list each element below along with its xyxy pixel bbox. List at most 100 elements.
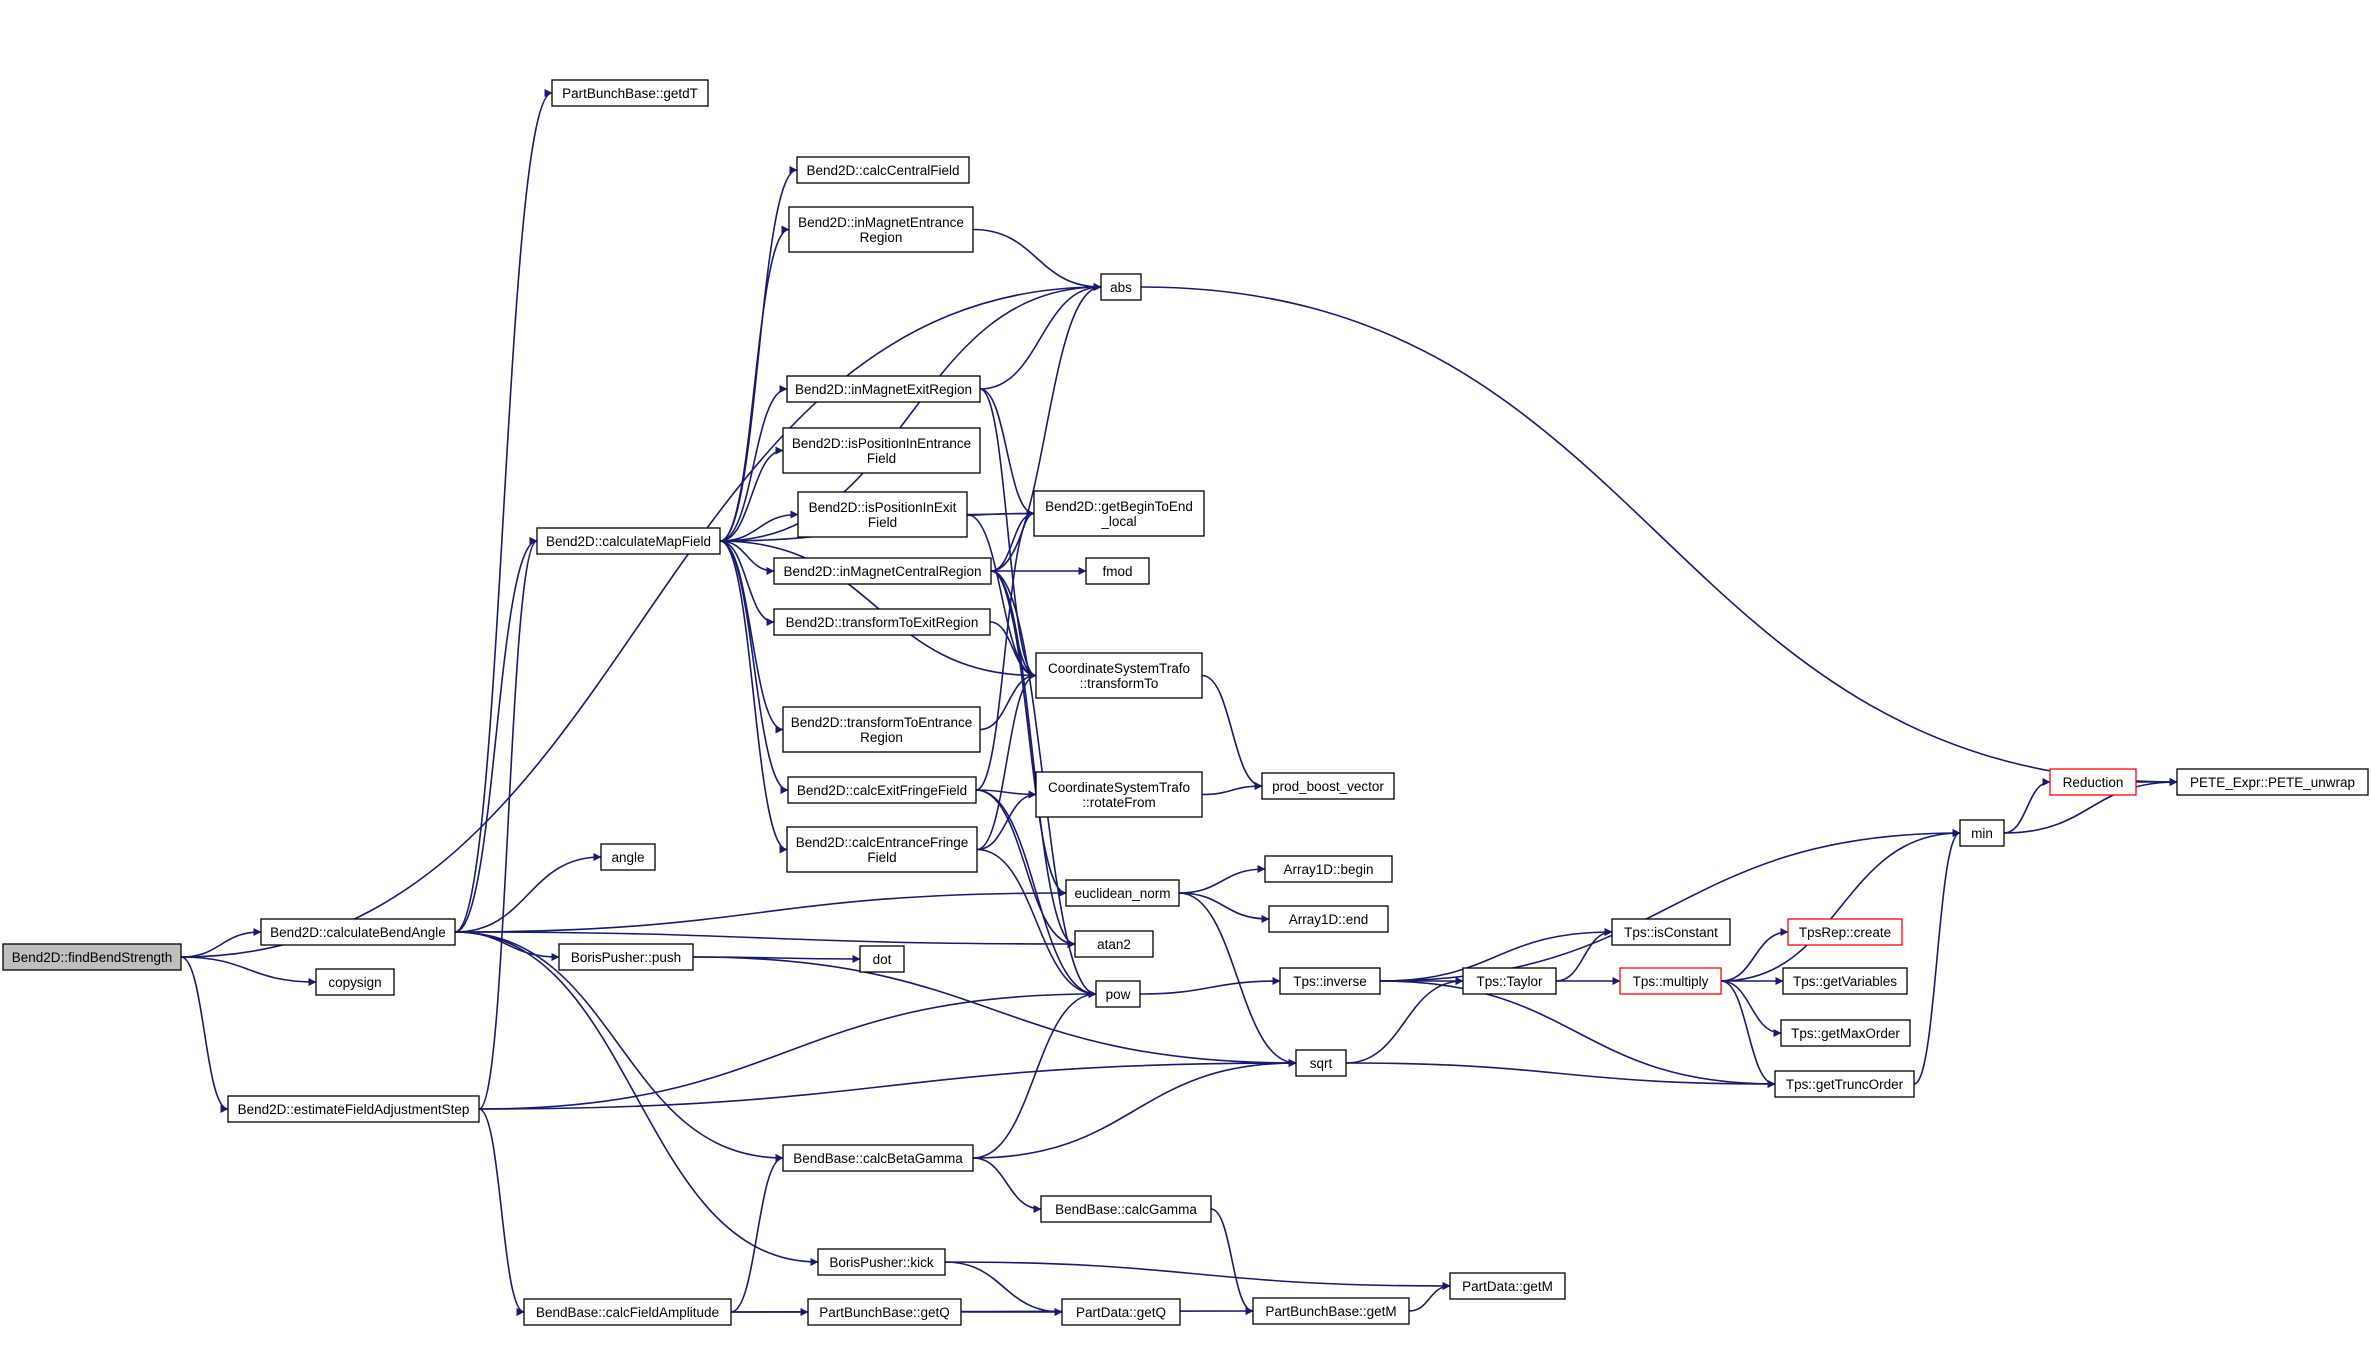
- node-box[interactable]: [1774, 1070, 1915, 1098]
- node-box[interactable]: [1085, 557, 1150, 585]
- node-box[interactable]: [1035, 771, 1203, 818]
- node-box[interactable]: [1787, 918, 1903, 946]
- node-tps-get-trunc-order[interactable]: Tps::getTruncOrder: [1774, 1070, 1915, 1098]
- node-tps-is-constant[interactable]: Tps::isConstant: [1611, 918, 1731, 946]
- node-box[interactable]: [2176, 768, 2369, 796]
- node-box[interactable]: [1040, 1195, 1212, 1223]
- node-box[interactable]: [817, 1248, 946, 1276]
- node-calculate-map-field[interactable]: Bend2D::calculateMapField: [536, 527, 721, 555]
- node-min[interactable]: min: [1959, 819, 2005, 847]
- node-box[interactable]: [782, 706, 981, 753]
- node-array-begin[interactable]: Array1D::begin: [1264, 855, 1393, 883]
- node-box[interactable]: [787, 776, 977, 804]
- node-euclidean-norm[interactable]: euclidean_norm: [1065, 879, 1180, 907]
- node-calc-beta-gamma[interactable]: BendBase::calcBetaGamma: [782, 1144, 974, 1172]
- node-calc-central-field[interactable]: Bend2D::calcCentralField: [796, 156, 970, 184]
- node-box[interactable]: [1268, 905, 1389, 933]
- node-box[interactable]: [786, 826, 978, 873]
- node-box[interactable]: [1279, 967, 1381, 995]
- node-atan2[interactable]: atan2: [1074, 930, 1154, 958]
- node-box[interactable]: [1264, 855, 1393, 883]
- node-part-data-get-m[interactable]: PartData::getM: [1449, 1272, 1566, 1300]
- node-box[interactable]: [315, 968, 395, 996]
- node-box[interactable]: [773, 557, 992, 585]
- node-box[interactable]: [1611, 918, 1731, 946]
- node-calc-gamma[interactable]: BendBase::calcGamma: [1040, 1195, 1212, 1223]
- node-rotate-from[interactable]: CoordinateSystemTrafo::rotateFrom: [1035, 771, 1203, 818]
- node-box[interactable]: [1462, 967, 1557, 995]
- node-box[interactable]: [2049, 768, 2137, 796]
- node-transform-to[interactable]: CoordinateSystemTrafo::transformTo: [1035, 652, 1203, 699]
- node-get-begin-to-end-local[interactable]: Bend2D::getBeginToEnd_local: [1033, 490, 1205, 537]
- node-calc-field-amplitude[interactable]: BendBase::calcFieldAmplitude: [523, 1298, 732, 1326]
- node-pete-unwrap[interactable]: PETE_Expr::PETE_unwrap: [2176, 768, 2369, 796]
- node-box[interactable]: [2, 943, 182, 971]
- node-box[interactable]: [1095, 980, 1141, 1008]
- node-box[interactable]: [782, 427, 981, 474]
- node-box[interactable]: [1033, 490, 1205, 537]
- node-box[interactable]: [1100, 273, 1142, 301]
- node-box[interactable]: [1780, 1019, 1911, 1047]
- node-dot[interactable]: dot: [859, 945, 905, 973]
- node-find-bend-strength[interactable]: Bend2D::findBendStrength: [2, 943, 182, 971]
- node-array-end[interactable]: Array1D::end: [1268, 905, 1389, 933]
- node-boris-kick[interactable]: BorisPusher::kick: [817, 1248, 946, 1276]
- node-reduction[interactable]: Reduction: [2049, 768, 2137, 796]
- node-tps-inverse[interactable]: Tps::inverse: [1279, 967, 1381, 995]
- node-box[interactable]: [1252, 1297, 1410, 1325]
- node-getd-t[interactable]: PartBunchBase::getdT: [551, 79, 709, 107]
- node-box[interactable]: [558, 943, 694, 971]
- node-transform-to-exit-region[interactable]: Bend2D::transformToExitRegion: [773, 608, 991, 636]
- node-box[interactable]: [1295, 1049, 1347, 1077]
- node-prod-boost-vector[interactable]: prod_boost_vector: [1261, 772, 1395, 800]
- node-box[interactable]: [227, 1095, 480, 1123]
- node-box[interactable]: [859, 945, 905, 973]
- node-tps-taylor[interactable]: Tps::Taylor: [1462, 967, 1557, 995]
- node-in-magnet-exit-region[interactable]: Bend2D::inMagnetExitRegion: [786, 375, 981, 403]
- node-tps-rep-create[interactable]: TpsRep::create: [1787, 918, 1903, 946]
- node-box[interactable]: [1449, 1272, 1566, 1300]
- node-pow[interactable]: pow: [1095, 980, 1141, 1008]
- node-copysign[interactable]: copysign: [315, 968, 395, 996]
- node-in-magnet-central-region[interactable]: Bend2D::inMagnetCentralRegion: [773, 557, 992, 585]
- node-box[interactable]: [523, 1298, 732, 1326]
- node-tps-get-max-order[interactable]: Tps::getMaxOrder: [1780, 1019, 1911, 1047]
- node-box[interactable]: [1035, 652, 1203, 699]
- node-box[interactable]: [797, 491, 968, 538]
- node-estimate-field-adjustment-step[interactable]: Bend2D::estimateFieldAdjustmentStep: [227, 1095, 480, 1123]
- node-box[interactable]: [1061, 1298, 1181, 1326]
- node-box[interactable]: [1065, 879, 1180, 907]
- node-boris-push[interactable]: BorisPusher::push: [558, 943, 694, 971]
- node-box[interactable]: [773, 608, 991, 636]
- node-calc-exit-fringe-field[interactable]: Bend2D::calcExitFringeField: [787, 776, 977, 804]
- node-box[interactable]: [260, 918, 456, 946]
- node-calculate-bend-angle[interactable]: Bend2D::calculateBendAngle: [260, 918, 456, 946]
- node-fmod[interactable]: fmod: [1085, 557, 1150, 585]
- node-box[interactable]: [786, 375, 981, 403]
- node-box[interactable]: [600, 843, 656, 871]
- node-box[interactable]: [1782, 967, 1908, 995]
- node-tps-get-variables[interactable]: Tps::getVariables: [1782, 967, 1908, 995]
- node-box[interactable]: [782, 1144, 974, 1172]
- node-box[interactable]: [1074, 930, 1154, 958]
- node-abs[interactable]: abs: [1100, 273, 1142, 301]
- node-box[interactable]: [807, 1298, 962, 1326]
- node-box[interactable]: [536, 527, 721, 555]
- node-box[interactable]: [796, 156, 970, 184]
- node-part-bunch-get-m[interactable]: PartBunchBase::getM: [1252, 1297, 1410, 1325]
- node-box[interactable]: [788, 206, 974, 253]
- node-tps-multiply[interactable]: Tps::multiply: [1619, 967, 1722, 995]
- node-sqrt[interactable]: sqrt: [1295, 1049, 1347, 1077]
- node-part-data-get-q[interactable]: PartData::getQ: [1061, 1298, 1181, 1326]
- node-part-bunch-get-q[interactable]: PartBunchBase::getQ: [807, 1298, 962, 1326]
- node-box[interactable]: [1959, 819, 2005, 847]
- node-box[interactable]: [1261, 772, 1395, 800]
- node-box[interactable]: [1619, 967, 1722, 995]
- node-angle[interactable]: angle: [600, 843, 656, 871]
- node-box[interactable]: [551, 79, 709, 107]
